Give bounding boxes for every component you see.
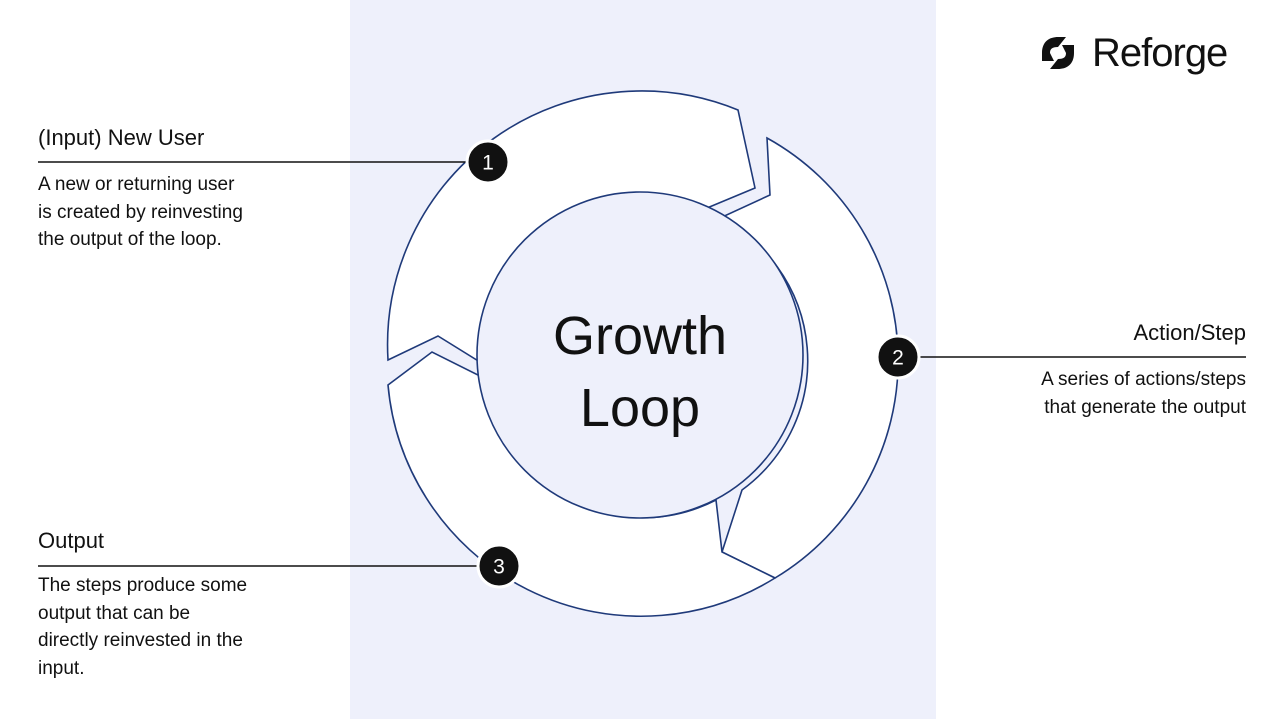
step-badge-1-label: 1: [482, 152, 494, 175]
loop-center-label: Growth Loop: [500, 300, 780, 444]
step-2-description-line: A series of actions/steps: [1041, 369, 1246, 390]
step-badge-3: 3: [476, 543, 522, 589]
center-label-line-2: Loop: [579, 378, 701, 438]
step-badge-2: 2: [875, 334, 921, 380]
reforge-logo-icon: [1042, 37, 1074, 69]
step-badge-3-label: 3: [493, 556, 505, 579]
center-label-line-1: Growth: [552, 306, 728, 366]
step-3-description-line: The steps produce some: [38, 575, 248, 596]
step-1-title: (Input) New User: [38, 125, 205, 150]
step-3-title: Output: [38, 528, 105, 553]
loop-inner-circle: [476, 191, 804, 519]
step-1-description-line: is created by reinvesting: [38, 201, 243, 223]
step-2-description-line: that generate the output: [1044, 396, 1246, 418]
step-3-description-line: output that can be: [38, 602, 191, 624]
loop-segment-action: [718, 136, 899, 579]
step-3-description-line: directly reinvested in the: [38, 630, 243, 651]
reforge-logo-text: Reforge: [1092, 30, 1228, 75]
step-1-description: A new or returning user is created by re…: [38, 171, 243, 254]
step-3-description-line: input.: [38, 657, 85, 679]
step-2-title: Action/Step: [1133, 320, 1246, 345]
reforge-logo: Reforge: [1036, 30, 1228, 76]
step-1-description-line: A new or returning user: [38, 174, 235, 195]
step-badge-2-label: 2: [892, 347, 904, 370]
step-3-description: The steps produce some output that can b…: [38, 572, 247, 682]
step-1-description-line: the output of the loop.: [38, 229, 222, 250]
step-badge-1: 1: [465, 139, 511, 185]
step-2-description: A series of actions/steps that generate …: [1041, 366, 1246, 421]
